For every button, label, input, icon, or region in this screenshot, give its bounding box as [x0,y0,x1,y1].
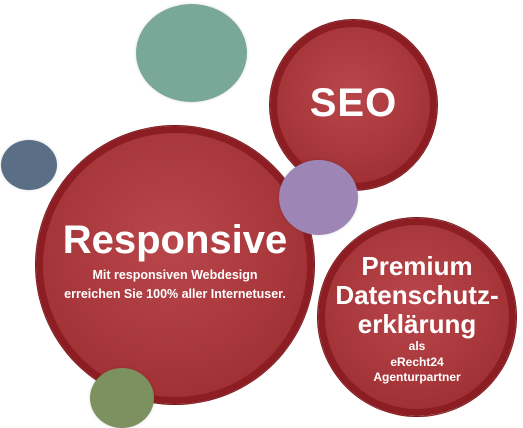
decorative-circle-olive [90,368,154,428]
responsive-bubble[interactable]: Responsive Mit responsiven Webdesign err… [36,126,314,404]
premium-title-line-2: Datenschutz- [335,280,499,311]
premium-small-line-3: Agenturpartner [373,370,461,385]
seo-bubble[interactable]: SEO [270,20,437,190]
responsive-subtitle-line-1: Mit responsiven Webdesign [92,268,258,283]
responsive-subtitle-line-2: erreichen Sie 100% aller Internetuser. [64,287,286,301]
premium-small-line-2: eRecht24 [390,354,444,369]
premium-title-line-3: erklärung [357,309,477,340]
premium-title-line-1: Premium [361,250,473,281]
seo-title: SEO [309,80,398,125]
decorative-circle-teal [136,4,247,102]
premium-small-line-1: als [408,339,426,354]
responsive-title: Responsive [62,218,288,263]
premium-privacy-bubble[interactable]: Premium Datenschutz- erklärung als eRech… [318,218,516,416]
premium-text-group: Premium Datenschutz- erklärung als eRech… [335,250,499,386]
decorative-circle-lavender [279,160,358,235]
decorative-circle-slate [1,140,57,190]
